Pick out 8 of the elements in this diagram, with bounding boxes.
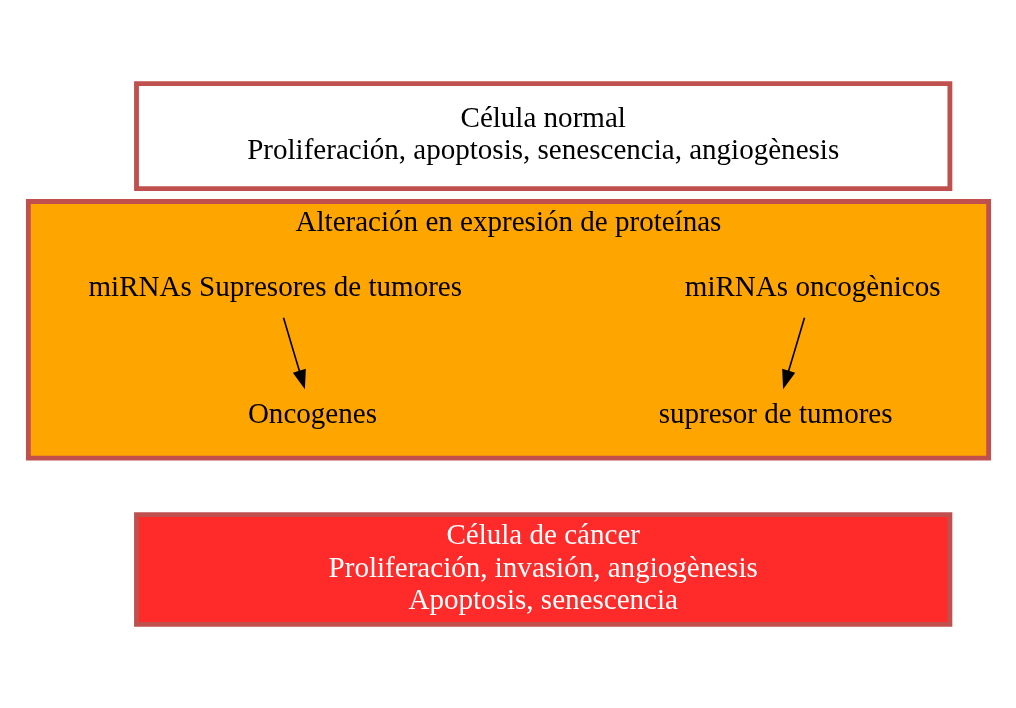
arrow <box>781 317 805 390</box>
node-text: supresor de tumores <box>658 397 893 430</box>
node-text: miRNAs oncogènicos <box>684 269 941 302</box>
node-text: Oncogenes <box>247 397 377 430</box>
arrow <box>282 317 306 390</box>
node-box: Célula de cáncer Proliferación, invasión, angiogènesis Apoptosis, senescencia <box>133 512 952 627</box>
node-box: Célula normal Proliferación, apoptosis, senescencia, angiogènesis <box>133 81 952 191</box>
node-text: miRNAs Supresores de tumores <box>88 269 462 302</box>
